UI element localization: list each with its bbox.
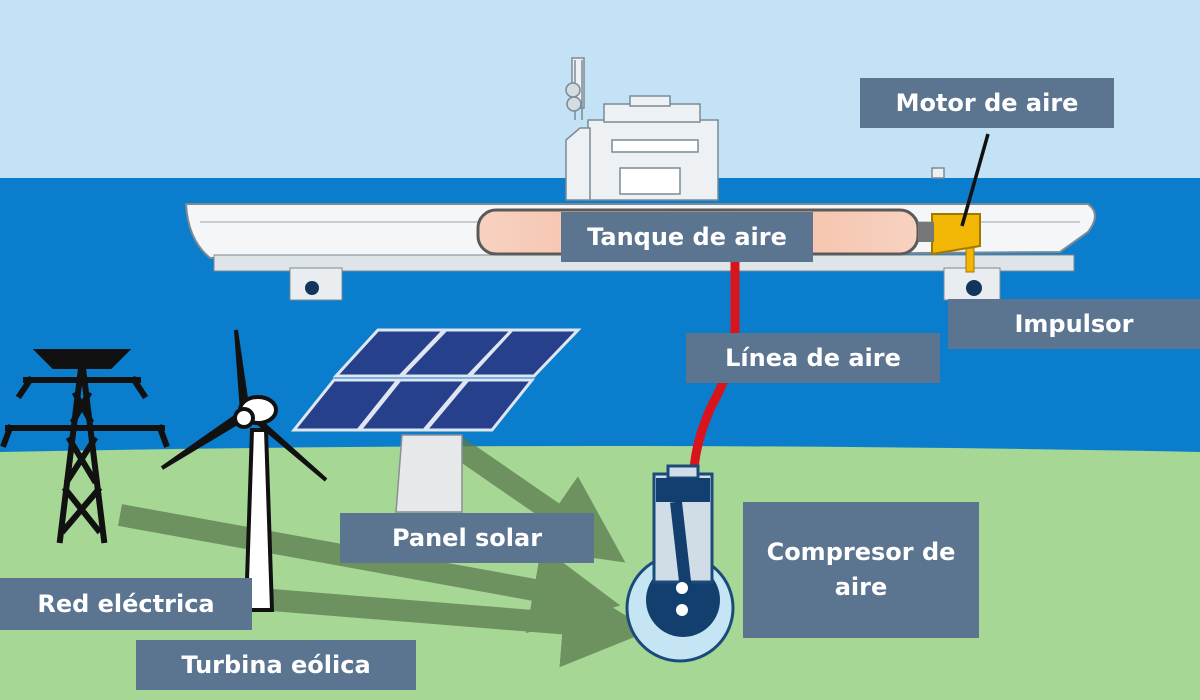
air-motor-connector bbox=[918, 222, 934, 242]
label-motor-de-aire: Motor de aire bbox=[860, 78, 1114, 128]
label-compresor-de-aire: Compresor de aire bbox=[743, 502, 979, 638]
label-linea-de-aire: Línea de aire bbox=[686, 333, 940, 383]
air-compressor bbox=[625, 464, 735, 663]
label-red-electrica: Red eléctrica bbox=[0, 578, 252, 630]
ship-superstructure bbox=[565, 57, 945, 201]
thruster-pods bbox=[289, 247, 1001, 301]
label-panel-solar: Panel solar bbox=[340, 513, 594, 563]
solar-panel bbox=[290, 328, 582, 513]
label-turbina-eolica: Turbina eólica bbox=[136, 640, 416, 690]
label-impulsor: Impulsor bbox=[948, 299, 1200, 349]
air-motor bbox=[931, 213, 981, 256]
label-tanque-de-aire: Tanque de aire bbox=[561, 212, 813, 262]
wind-turbine bbox=[160, 329, 328, 612]
arrow-turbine-to-compressor bbox=[271, 579, 651, 668]
motor-pointer-line bbox=[960, 133, 990, 227]
impulsor-propeller-icon bbox=[966, 280, 982, 296]
electric-tower bbox=[0, 349, 170, 544]
